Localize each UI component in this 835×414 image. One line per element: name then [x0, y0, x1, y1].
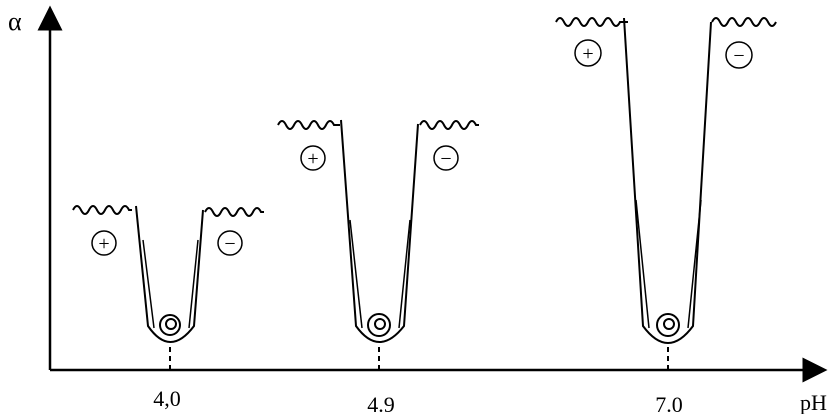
- protein-molecule-core: [166, 319, 176, 329]
- well-ph-4-0: + − 4,0: [73, 206, 264, 411]
- wavy-surface-left: [73, 206, 132, 214]
- well-walls: [624, 18, 711, 343]
- ph-tick-label: 4,0: [153, 386, 181, 411]
- wavy-surface-left: [278, 121, 340, 129]
- minus-charge-label: −: [224, 233, 235, 255]
- wavy-surface-right: [712, 18, 776, 26]
- plus-charge-label: +: [307, 148, 318, 170]
- well-walls: [341, 120, 418, 342]
- wavy-surface-right: [205, 208, 264, 216]
- minus-charge-label: −: [440, 148, 451, 170]
- wavy-surface-right: [420, 121, 479, 129]
- plus-charge-label: +: [582, 43, 593, 65]
- well-walls: [136, 206, 203, 342]
- well-ph-7-0: + − 7.0: [556, 18, 776, 414]
- wavy-surface-left: [556, 18, 628, 26]
- minus-charge-label: −: [733, 45, 744, 67]
- protein-molecule-icon: [160, 315, 180, 335]
- plus-charge-label: +: [98, 233, 109, 255]
- y-axis-label: α: [8, 7, 22, 36]
- ph-tick-label: 7.0: [655, 392, 683, 414]
- protein-molecule-icon: [657, 314, 679, 336]
- x-axis-label: pH: [800, 390, 827, 414]
- protein-molecule-icon: [368, 314, 390, 336]
- protein-molecule-core: [664, 319, 674, 329]
- protein-molecule-core: [375, 319, 385, 329]
- ph-tick-label: 4.9: [367, 392, 395, 414]
